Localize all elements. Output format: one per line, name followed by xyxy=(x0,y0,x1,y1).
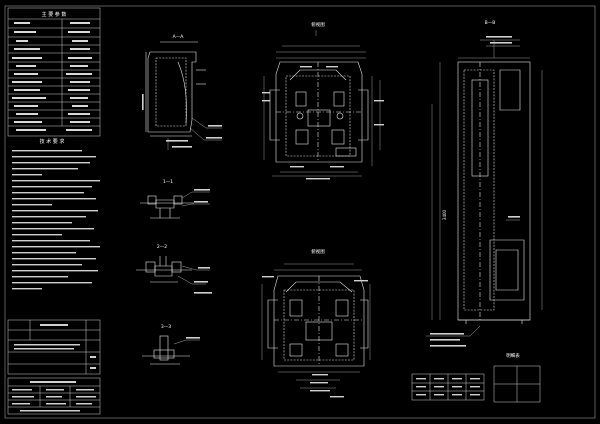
tech-requirements-lines xyxy=(12,150,100,290)
plan-bottom-outline xyxy=(267,275,369,367)
small-table-title: 明细表 xyxy=(506,352,520,359)
view-label-right: B—B xyxy=(485,20,496,26)
plan-top-outline xyxy=(269,61,369,163)
plan-top-label-marks xyxy=(262,66,384,180)
parameter-table-title: 主 要 参 数 xyxy=(42,11,67,18)
view-label-plan-top: 俯视图 xyxy=(311,21,325,28)
small-table xyxy=(411,365,541,403)
section-1-callouts xyxy=(181,191,210,207)
section-3-callouts xyxy=(173,339,200,345)
side-view-label-marks xyxy=(142,94,222,148)
view-label-section-3: 3—3 xyxy=(161,324,171,330)
plan-bottom-dimensions xyxy=(261,263,371,389)
section-3-drawing xyxy=(142,335,190,365)
sheet-border xyxy=(4,5,596,419)
side-view-callouts xyxy=(167,117,222,150)
right-view-label-marks xyxy=(430,36,520,347)
right-view-outline xyxy=(457,61,531,324)
side-view xyxy=(145,41,206,137)
plan-bottom-label-marks xyxy=(262,276,368,398)
revision-block-marks xyxy=(14,324,96,369)
small-table-marks xyxy=(416,378,480,396)
section-2-label-marks xyxy=(194,267,212,294)
revision-block xyxy=(7,319,101,375)
section-1-label-marks xyxy=(194,189,210,203)
title-block-marks xyxy=(12,381,96,412)
section-2-drawing xyxy=(136,256,192,283)
tech-requirements-title: 技 术 要 求 xyxy=(40,138,65,145)
view-label-section-1: 1—1 xyxy=(163,179,173,185)
section-2-callouts xyxy=(177,265,210,285)
section-3-label-marks xyxy=(186,337,200,339)
view-label-side: A—A xyxy=(173,34,185,40)
right-view-callouts xyxy=(426,39,520,337)
plan-top-dimensions xyxy=(263,30,381,177)
view-label-plan-bottom: 俯视图 xyxy=(311,248,325,255)
right-view-dimensions xyxy=(431,40,543,320)
parameter-table xyxy=(7,7,101,137)
view-label-section-2: 2—2 xyxy=(157,244,167,250)
title-block xyxy=(7,377,101,415)
parameter-table-cell-marks xyxy=(12,22,92,131)
section-1-drawing xyxy=(140,195,194,219)
overall-height-dimension: 3400 xyxy=(442,209,447,220)
